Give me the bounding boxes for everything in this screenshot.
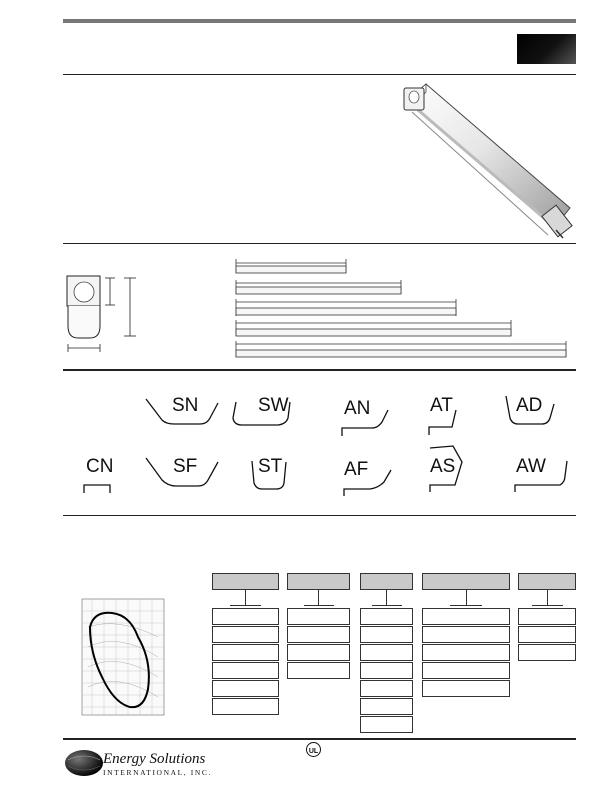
header-black-tab — [517, 34, 576, 64]
order-col1-option — [212, 662, 279, 679]
section-rule-1 — [63, 243, 576, 244]
order-col2-option — [287, 662, 350, 679]
profile-shape-cn — [83, 484, 111, 493]
order-col3-option — [360, 716, 413, 733]
order-col4-option — [422, 644, 510, 661]
order-col3-option — [360, 662, 413, 679]
order-col4-option — [422, 680, 510, 697]
profile-shape-st — [251, 460, 287, 490]
order-col5-header — [518, 573, 576, 590]
profile-shape-an — [341, 409, 389, 436]
fixture-illustration — [403, 83, 573, 239]
order-col1-option — [212, 608, 279, 625]
company-logo-globe-icon — [65, 750, 103, 776]
profile-label-af: AF — [344, 459, 369, 480]
profile-label-cn: CN — [86, 456, 114, 477]
order-col5-option — [518, 644, 576, 661]
profile-label-st: ST — [258, 456, 283, 477]
section-rule-2 — [63, 369, 576, 371]
cross-section-drawing — [66, 275, 136, 352]
order-col1-option — [212, 698, 279, 715]
header-rule — [63, 74, 576, 75]
profile-label-as: AS — [430, 456, 456, 477]
order-col4-option — [422, 608, 510, 625]
order-col5-option — [518, 608, 576, 625]
profile-shape-as — [429, 445, 463, 492]
order-col3-header — [360, 573, 413, 590]
order-col4-option — [422, 626, 510, 643]
top-rule — [63, 19, 576, 23]
section-rule-3 — [63, 515, 576, 516]
order-col1-option — [212, 626, 279, 643]
profile-label-an: AN — [344, 398, 371, 419]
company-logo-sub: INTERNATIONAL, INC. — [103, 768, 212, 777]
profile-label-sw: SW — [258, 395, 289, 416]
profile-shape-af — [343, 469, 392, 496]
ul-cert-text: UL — [308, 748, 319, 755]
ul-cert-badge: UL — [306, 742, 321, 757]
order-col4-option — [422, 662, 510, 679]
order-col3-option — [360, 626, 413, 643]
profile-shape-at — [428, 409, 457, 435]
order-col2-option — [287, 626, 350, 643]
order-col3-option — [360, 698, 413, 715]
order-col2-option — [287, 644, 350, 661]
profile-label-at: AT — [430, 395, 453, 416]
order-col2-header — [287, 573, 350, 590]
photometric-chart — [81, 598, 165, 716]
profile-label-sn: SN — [172, 395, 199, 416]
profile-shape-ad — [505, 395, 555, 425]
order-col3-option — [360, 608, 413, 625]
order-col3-option — [360, 644, 413, 661]
company-logo-name: Energy Solutions — [103, 751, 206, 767]
order-col1-header — [212, 573, 279, 590]
order-col1-option — [212, 680, 279, 697]
order-col2-option — [287, 608, 350, 625]
profile-shape-sw — [232, 401, 291, 426]
profile-shape-sn — [145, 398, 219, 425]
order-col5-option — [518, 626, 576, 643]
profile-label-sf: SF — [173, 456, 198, 477]
profile-label-aw: AW — [516, 456, 546, 477]
order-col1-option — [212, 644, 279, 661]
order-col3-option — [360, 680, 413, 697]
order-col4-header — [422, 573, 510, 590]
footer-rule — [63, 738, 576, 740]
length-bars — [235, 259, 567, 358]
profile-shape-aw — [514, 460, 568, 492]
profile-shape-sf — [145, 457, 219, 487]
profile-label-ad: AD — [516, 395, 543, 416]
